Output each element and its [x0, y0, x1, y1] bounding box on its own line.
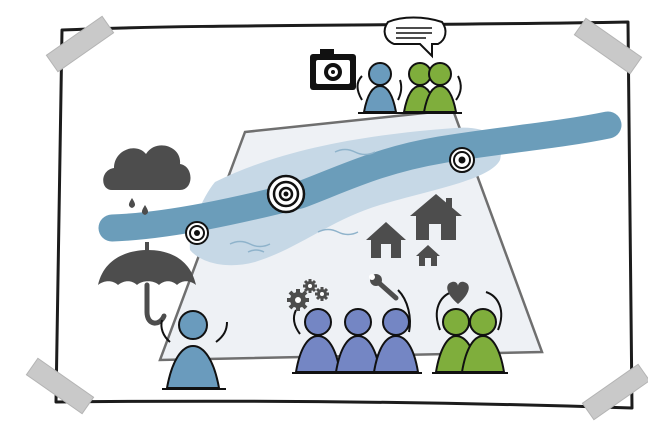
person-observer-blue	[356, 62, 404, 114]
house-icon	[410, 194, 462, 240]
speech-bubble-icon	[383, 16, 447, 59]
tape-bottom-left	[25, 357, 95, 415]
gear-icon	[315, 287, 329, 301]
house-icon	[366, 222, 406, 258]
tape-top-right	[573, 17, 643, 75]
rain-cloud-icon	[103, 145, 191, 215]
river-ripples	[229, 148, 376, 253]
camera-icon	[310, 49, 356, 90]
gear-icon	[287, 289, 309, 311]
gear-icon	[303, 279, 317, 293]
person-observers-green	[400, 62, 462, 114]
person-resident	[160, 310, 228, 390]
wrench-icon	[369, 274, 399, 301]
heart-icon	[447, 281, 469, 304]
target-marker-icon	[266, 174, 306, 214]
tape-bottom-right	[581, 363, 648, 421]
target-marker-icon	[185, 221, 209, 245]
umbrella-icon	[98, 242, 196, 326]
person-group-community	[432, 291, 508, 374]
river	[98, 111, 622, 242]
tape-top-left	[45, 15, 115, 73]
target-marker-icon	[449, 147, 475, 173]
house-icon	[416, 245, 440, 266]
person-group-engineers	[292, 289, 422, 374]
